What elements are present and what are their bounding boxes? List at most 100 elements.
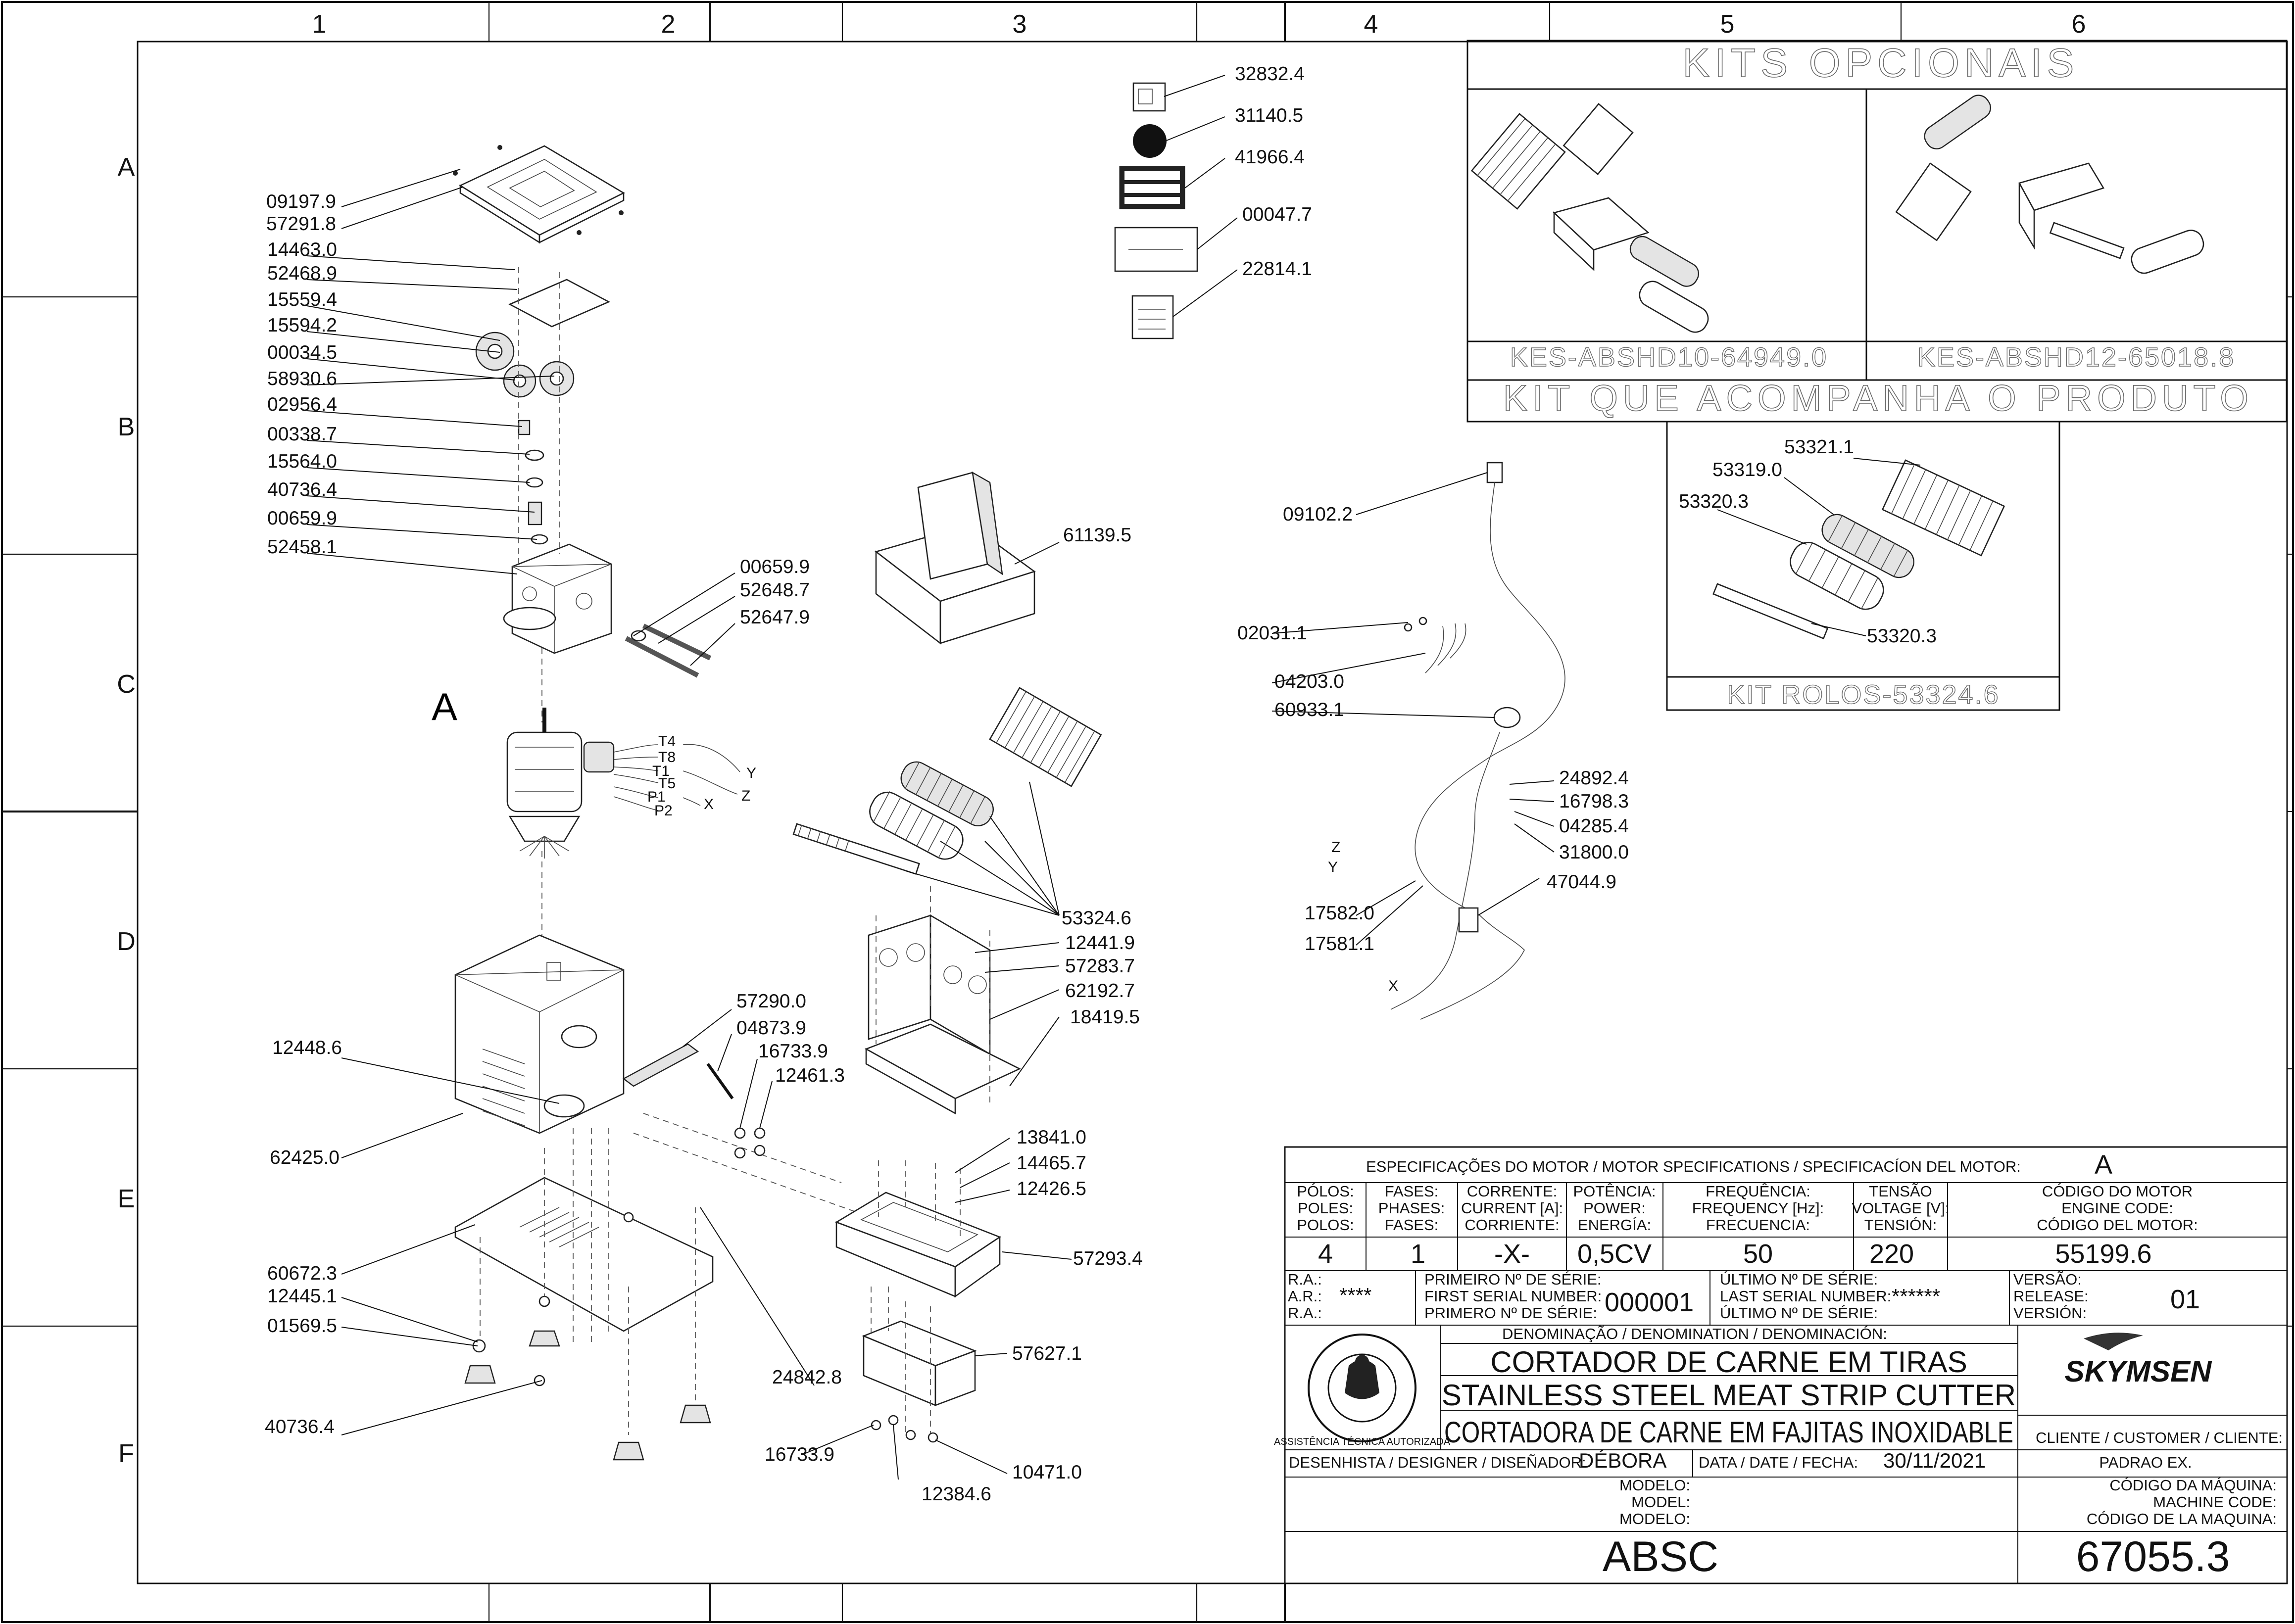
part-number-callout: 00047.7 [1242,204,1312,225]
kits-panel: KITS OPCIONAIS KES-ABSHD10-64949.0 KES-A… [1466,40,2288,423]
part-number-callout: 58930.6 [267,368,337,389]
ra-label: R.A.: [1288,1271,1322,1288]
roller-frame [864,886,1022,1115]
part-number-callout: 16733.9 [765,1444,834,1465]
part-number-callout: 47044.9 [1547,871,1616,893]
authorized-service-seal: ASSISTÊNCIA TÉCNICA AUTORIZADA [1274,1334,1451,1447]
part-number-callout: 16798.3 [1559,791,1629,812]
wire-label: Y [746,765,756,781]
part-number-callout: 10471.0 [1012,1462,1082,1483]
model-value: ABSC [1603,1533,1718,1580]
part-number-callout: 09102.2 [1283,504,1353,525]
part-number-callout: 52648.7 [740,579,810,601]
part-number-callout: 12445.1 [267,1286,337,1307]
part-number-callout: 00659.9 [740,556,810,577]
part-number-callout: 12461.3 [775,1065,845,1086]
part-number-callout: 12441.9 [1065,932,1135,954]
date-value: 30/11/2021 [1883,1449,1986,1472]
part-number-callout: 15594.2 [267,315,337,336]
part-number-callout: 12426.5 [1017,1178,1086,1199]
part-number-callout: 04873.9 [736,1017,806,1039]
label-stickers [1114,82,1198,339]
model-label: MODELO: [1619,1510,1690,1528]
grid-column-label: 1 [312,10,327,39]
poles-header: PÓLOS: [1297,1183,1354,1200]
kit-right-art [1895,95,2204,274]
part-number-callout: 01569.5 [267,1315,337,1337]
terminal-label: P1 [647,789,666,805]
current-value: -X- [1494,1239,1530,1269]
part-number-callout: 41966.4 [1235,146,1305,168]
frequency-value: 50 [1743,1239,1773,1269]
rollers-kit-title: KIT ROLOS-53324.6 [1727,680,2000,710]
rollers-kit-panel: KIT ROLOS-53324.6 [1666,421,2060,711]
part-number-callout: 12448.6 [272,1037,342,1058]
parts-artwork [453,82,1565,1461]
frequency-header: FRECUENCIA: [1706,1216,1810,1234]
first-serial-label: PRIMEIRO Nº DE SÉRIE: [1424,1271,1602,1288]
date-label: DATA / DATE / FECHA: [1699,1454,1858,1471]
terminal-label: T4 [658,733,676,750]
version-label: VERSÃO: [2013,1271,2082,1288]
part-number-callout: 16733.9 [758,1041,828,1062]
current-header: CURRENT [A]: [1461,1199,1563,1217]
part-number-callout: 40736.4 [267,479,337,500]
grid-row-label: F [118,1439,134,1468]
part-number-callout: 57293.4 [1073,1248,1143,1269]
current-header: CORRIENTE: [1465,1216,1559,1234]
first-serial-label: PRIMERO Nº DE SÉRIE: [1424,1304,1597,1322]
motor-spec-header: ESPECIFICAÇÕES DO MOTOR / MOTOR SPECIFIC… [1366,1158,2021,1175]
grid-row-label: C [117,670,136,699]
terminal-label: T8 [658,749,676,765]
power-header: POWER: [1583,1199,1646,1217]
part-number-callout: 17582.0 [1305,903,1374,924]
part-number-callout: 57291.8 [266,213,336,235]
grid-column-label: 4 [1364,10,1378,39]
part-number-callout: 53321.1 [1784,436,1854,458]
machine-code-label: CÓDIGO DE LA MAQUINA: [2087,1510,2277,1528]
part-number-callout: 17581.1 [1305,933,1374,955]
part-number-callout: 32832.4 [1235,63,1305,85]
designer-label: DESENHISTA / DESIGNER / DISEÑADOR: [1289,1454,1586,1471]
voltage-value: 220 [1869,1239,1914,1269]
first-serial-label: FIRST SERIAL NUMBER: [1424,1288,1602,1305]
part-number-callout: 60933.1 [1274,699,1344,720]
part-number-callout: 00659.9 [267,508,337,529]
poles-header: POLOS: [1297,1216,1354,1234]
grid-row-label: A [118,153,135,182]
part-number-callout: 13841.0 [1017,1127,1086,1148]
client-value: PADRAO EX. [2099,1454,2192,1471]
title-portuguese: CORTADOR DE CARNE EM TIRAS [1490,1345,1967,1379]
part-number-callout: 02031.1 [1237,622,1307,644]
machine-code-label: MACHINE CODE: [2153,1493,2277,1511]
part-number-callout: 53320.3 [1679,491,1749,512]
title-block: ESPECIFICAÇÕES DO MOTOR / MOTOR SPECIFIC… [1274,1146,2288,1584]
current-header: CORRENTE: [1467,1183,1558,1200]
motor-spec-letter: A [2095,1150,2112,1180]
engine-code-header: ENGINE CODE: [2061,1199,2173,1217]
model-label: MODEL: [1631,1493,1690,1511]
frequency-header: FREQUENCY [Hz]: [1692,1199,1824,1217]
pusher-box [875,471,1036,645]
tray-lower [862,1287,977,1443]
optional-kit-code: KES-ABSHD10-64949.0 [1510,342,1828,372]
part-number-callout: 15559.4 [267,289,337,310]
part-number-callout: 09197.9 [266,191,336,212]
part-number-callout: 57290.0 [736,991,806,1012]
title-spanish: CORTADORA DE CARNE EM FAJITAS INOXIDABLE [1444,1416,2013,1449]
part-number-callout: 62425.0 [270,1147,340,1168]
phases-header: FASES: [1385,1216,1439,1234]
part-number-callout: 00034.5 [267,342,337,363]
engine-code-value: 55199.6 [2055,1239,2151,1269]
kit-left-art [1470,103,1709,333]
part-number-callout: 14463.0 [267,239,337,260]
voltage-header: TENSÃO [1869,1183,1932,1200]
part-number-callout: 52647.9 [740,607,810,628]
included-kit-title: KIT QUE ACOMPANHA O PRODUTO [1503,378,2253,419]
grid-column-label: 3 [1013,10,1027,39]
part-number-callout: 57627.1 [1012,1343,1082,1364]
grid-column-label: 2 [661,10,676,39]
last-serial-label: ÚLTIMO Nº DE SÉRIE: [1720,1271,1878,1288]
part-number-callout: 24842.8 [772,1367,842,1388]
